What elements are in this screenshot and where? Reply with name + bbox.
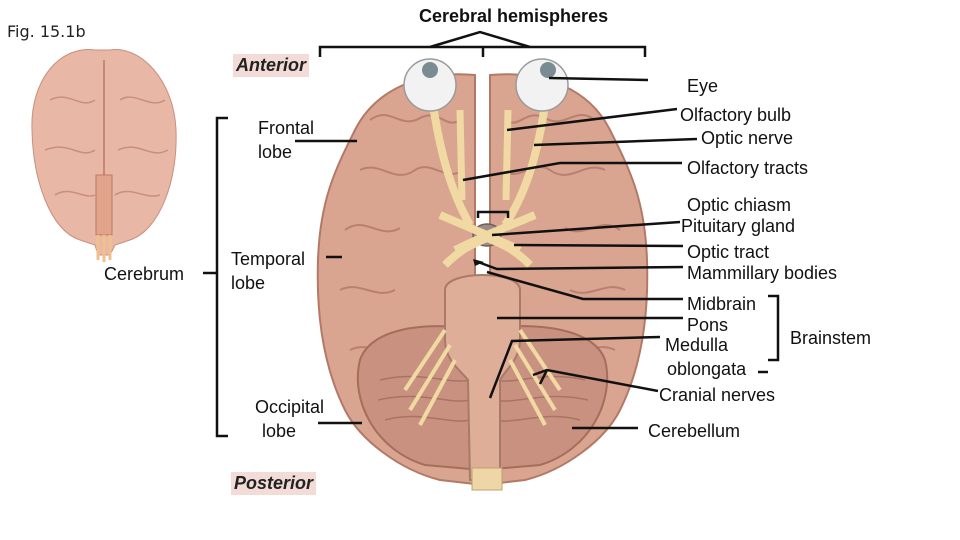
label-temporal-line1: Temporal bbox=[231, 249, 306, 269]
label-cranial-nerves: Cranial nerves bbox=[659, 385, 776, 405]
label-cerebellum: Cerebellum bbox=[648, 421, 741, 441]
arrowhead bbox=[473, 259, 484, 266]
label-anterior: Anterior bbox=[233, 54, 310, 77]
label-eye: Eye bbox=[687, 76, 719, 96]
label-posterior: Posterior bbox=[231, 472, 317, 495]
label-occipital-line2: lobe bbox=[262, 421, 297, 441]
label-optic-tract: Optic tract bbox=[687, 242, 770, 262]
label-brainstem: Brainstem bbox=[790, 328, 872, 348]
label-temporal-line2: lobe bbox=[231, 273, 266, 293]
inset-brain-photo bbox=[31, 49, 177, 262]
label-optic-chiasm: Optic chiasm bbox=[687, 195, 792, 215]
label-olfactory-bulb: Olfactory bulb bbox=[680, 105, 792, 125]
label-olfactory-tracts: Olfactory tracts bbox=[687, 158, 809, 178]
label-midbrain: Midbrain bbox=[687, 294, 757, 314]
main-brain bbox=[316, 58, 649, 491]
label-frontal-line1: Frontal bbox=[258, 118, 315, 138]
label-occipital-line1: Occipital bbox=[255, 397, 325, 417]
title-cerebral-hemispheres: Cerebral hemispheres bbox=[419, 6, 609, 26]
label-pituitary-gland: Pituitary gland bbox=[681, 216, 796, 236]
label-medulla-line1: Medulla bbox=[665, 335, 729, 355]
brainstem-bracket bbox=[768, 294, 780, 362]
label-mammillary-bodies: Mammillary bodies bbox=[687, 263, 838, 283]
cerebrum-bracket bbox=[203, 116, 228, 438]
label-cerebrum: Cerebrum bbox=[104, 264, 185, 284]
label-frontal-line2: lobe bbox=[258, 142, 293, 162]
hemisphere-bracket bbox=[318, 30, 647, 57]
label-pons: Pons bbox=[687, 315, 729, 335]
label-optic-nerve: Optic nerve bbox=[701, 128, 794, 148]
label-medulla-line2: oblongata bbox=[667, 359, 747, 379]
figure-label: Fig. 15.1b bbox=[7, 22, 86, 41]
leader-lines bbox=[295, 76, 768, 430]
